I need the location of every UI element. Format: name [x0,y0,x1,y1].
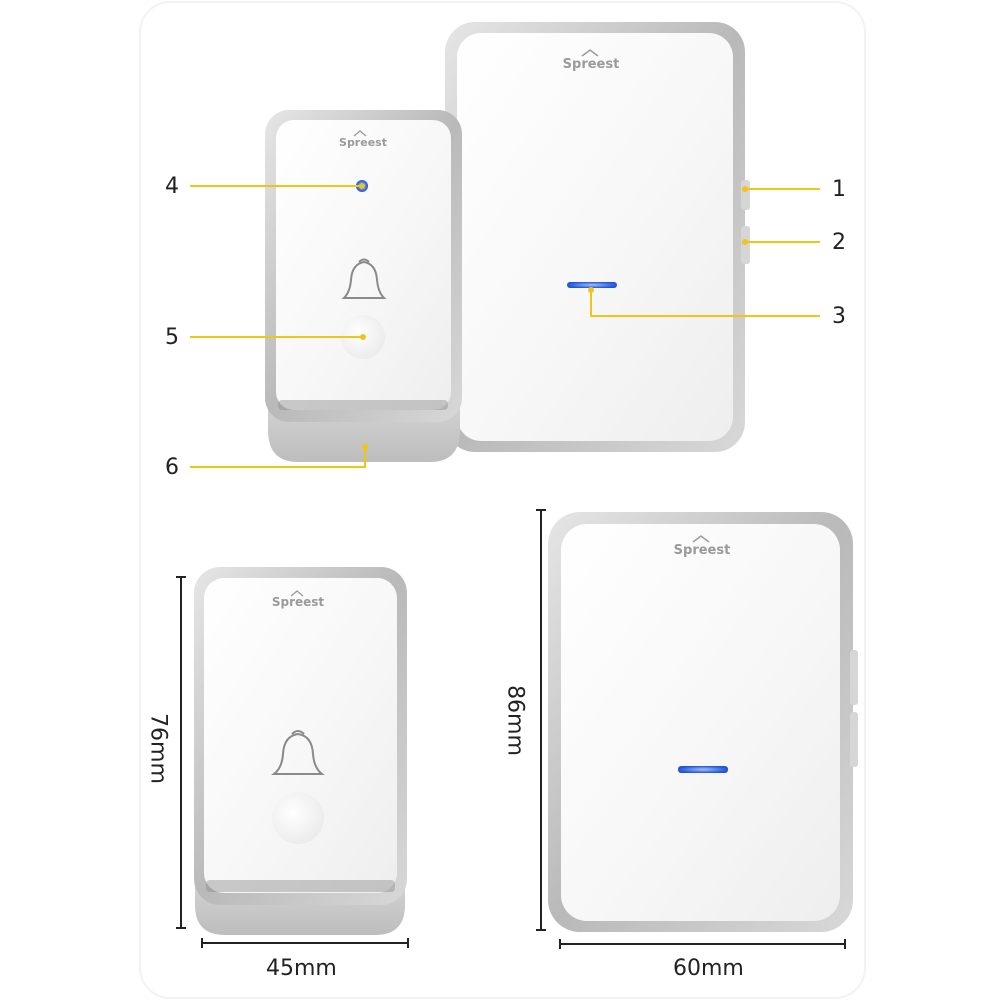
transmitter-bottom: Spreest [194,567,407,935]
house-logo-icon [692,535,710,543]
callout-3: 3 [832,304,846,329]
receiver-width-label: 60mm [673,956,744,981]
callout-4: 4 [165,174,179,199]
transmitter-height-label: 76mm [145,713,171,784]
receiver-top: Spreest [445,22,750,452]
receiver-bottom: Spreest [548,512,858,932]
receiver-led [567,282,617,288]
bell-icon [271,730,325,775]
house-logo-icon [290,590,304,597]
transmitter-width-label: 45mm [266,956,337,981]
dimension-lines [176,509,846,949]
receiver-brand: Spreest [563,57,620,72]
receiver-height-label: 86mm [502,685,528,756]
callout-dots [359,183,748,450]
callout-6: 6 [165,455,179,480]
transmitter-top: Spreest [265,110,462,462]
receiver-button-1 [741,180,750,210]
house-logo-icon [581,49,599,57]
page-border [139,1,866,999]
callout-5: 5 [165,325,179,350]
house-logo-icon [353,130,367,137]
callout-lines [190,185,820,468]
callout-1: 1 [832,177,846,202]
transmitter-button [272,792,324,844]
bell-icon [341,258,387,299]
transmitter-brand: Spreest [339,136,387,149]
receiver-led [678,766,728,773]
receiver-brand: Spreest [674,543,731,558]
receiver-button-2 [741,226,750,264]
transmitter-brand: Spreest [272,595,325,609]
callout-2: 2 [832,230,846,255]
